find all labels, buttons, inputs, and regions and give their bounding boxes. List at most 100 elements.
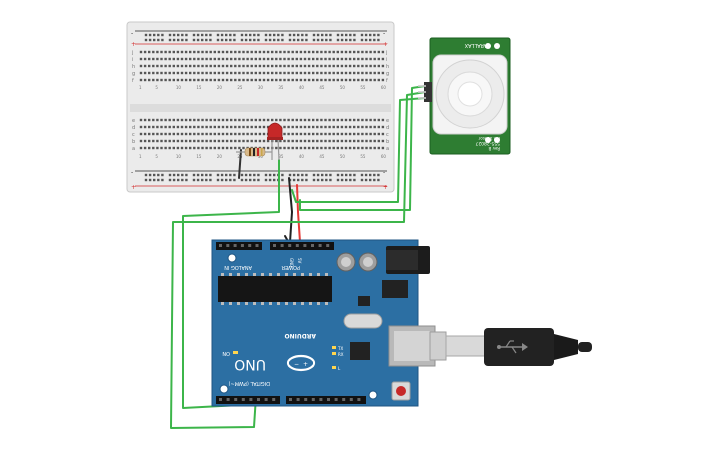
terminal-hole xyxy=(369,125,372,129)
terminal-hole xyxy=(307,71,311,75)
terminal-hole xyxy=(230,78,233,82)
terminal-hole xyxy=(283,118,286,122)
terminal-hole xyxy=(160,118,163,122)
chip-pin xyxy=(237,273,240,276)
rail-hole xyxy=(373,33,376,37)
terminal-hole xyxy=(312,139,315,143)
rail-minus-label-top: - xyxy=(131,30,133,37)
resistor-band-3 xyxy=(257,148,259,156)
terminal-hole xyxy=(283,71,286,75)
rail-hole xyxy=(316,173,320,177)
chip-pin xyxy=(277,273,280,276)
terminal-hole xyxy=(262,125,266,129)
on-led xyxy=(233,351,238,354)
atmega-chip-pins xyxy=(221,273,328,305)
terminal-hole xyxy=(365,50,368,54)
terminal-hole xyxy=(242,71,245,75)
terminal-hole xyxy=(275,71,278,75)
rail-hole xyxy=(277,33,280,37)
column-number-top: 30 xyxy=(258,85,264,90)
terminal-hole xyxy=(172,146,175,150)
terminal-hole xyxy=(316,139,319,143)
column-number-top: 10 xyxy=(176,85,182,90)
terminal-hole xyxy=(139,146,143,150)
terminal-hole xyxy=(217,71,221,75)
terminal-hole xyxy=(201,139,204,143)
terminal-hole xyxy=(353,57,356,61)
terminal-hole xyxy=(266,146,270,150)
header-pin xyxy=(327,398,330,401)
terminal-hole xyxy=(361,125,364,129)
terminal-hole xyxy=(139,71,143,75)
header-pin xyxy=(318,244,322,247)
rail-hole xyxy=(312,38,316,42)
terminal-hole xyxy=(307,78,311,82)
terminal-hole xyxy=(279,57,282,61)
terminal-hole xyxy=(234,139,237,143)
rail-hole xyxy=(201,38,204,42)
terminal-hole xyxy=(275,57,278,61)
dc-jack-inner xyxy=(386,250,418,270)
rail-hole xyxy=(181,178,184,182)
terminal-hole xyxy=(234,125,237,129)
terminal-hole xyxy=(377,118,380,122)
terminal-hole xyxy=(336,78,339,82)
rail-hole xyxy=(345,33,348,37)
rail-hole xyxy=(220,173,224,177)
terminal-hole xyxy=(148,139,151,143)
terminal-hole xyxy=(377,78,380,82)
reset-button-cap[interactable] xyxy=(396,386,406,396)
terminal-hole xyxy=(148,125,151,129)
rail-hole xyxy=(316,38,320,42)
rail-hole xyxy=(336,178,340,182)
terminal-hole xyxy=(381,57,385,61)
row-letter: b xyxy=(132,139,135,145)
rail-hole xyxy=(277,38,280,42)
rail-hole xyxy=(192,33,196,37)
terminal-hole xyxy=(291,50,294,54)
terminal-hole xyxy=(193,64,196,68)
terminal-hole xyxy=(353,118,356,122)
chip-pin xyxy=(221,302,224,305)
rail-hole xyxy=(373,173,376,177)
column-number-top: 50 xyxy=(340,85,346,90)
terminal-hole xyxy=(242,57,245,61)
rail-hole xyxy=(297,173,300,177)
header-pin xyxy=(304,398,308,401)
rail-hole xyxy=(369,38,372,42)
terminal-hole xyxy=(148,132,151,136)
terminal-hole xyxy=(336,57,339,61)
rail-plus-label-bottom-right: + xyxy=(383,184,388,191)
rail-hole xyxy=(209,33,212,37)
terminal-hole xyxy=(152,78,155,82)
rail-hole xyxy=(216,173,220,177)
terminal-hole xyxy=(234,71,237,75)
terminal-hole xyxy=(209,50,212,54)
terminal-hole xyxy=(299,78,303,82)
terminal-hole xyxy=(377,132,380,136)
terminal-hole xyxy=(225,125,229,129)
terminal-hole xyxy=(340,64,344,68)
terminal-hole xyxy=(246,64,249,68)
terminal-hole xyxy=(201,118,204,122)
terminal-hole xyxy=(193,125,196,129)
terminal-hole xyxy=(221,132,225,136)
terminal-hole xyxy=(221,139,225,143)
digital-header-high xyxy=(286,396,366,404)
chip-pin xyxy=(285,273,288,276)
rail-plus-label-top-right: + xyxy=(383,41,388,48)
terminal-hole xyxy=(221,71,225,75)
terminal-hole xyxy=(324,57,327,61)
rail-hole xyxy=(168,173,172,177)
terminal-hole xyxy=(184,118,188,122)
chip-pin xyxy=(261,302,264,305)
terminal-hole xyxy=(328,50,331,54)
terminal-hole xyxy=(205,78,208,82)
terminal-hole xyxy=(328,78,331,82)
terminal-hole xyxy=(258,78,262,82)
terminal-hole xyxy=(275,118,278,122)
terminal-hole xyxy=(197,71,200,75)
terminal-hole xyxy=(168,50,171,54)
terminal-hole xyxy=(238,78,241,82)
rail-hole xyxy=(244,173,248,177)
